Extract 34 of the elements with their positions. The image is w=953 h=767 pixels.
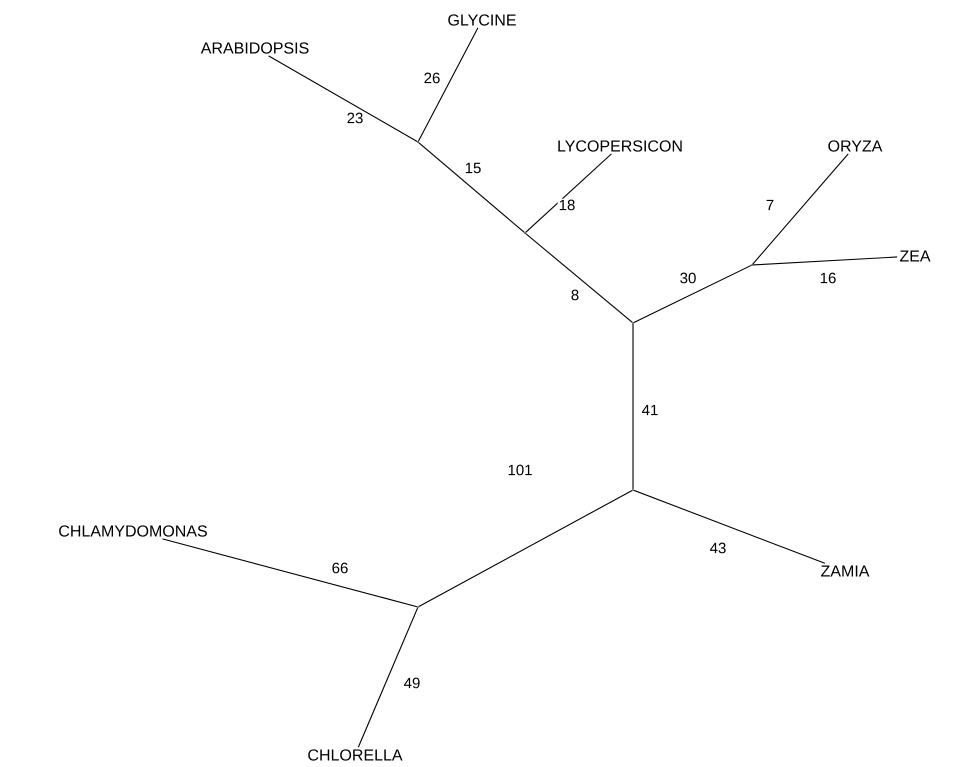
branch-line — [752, 256, 898, 266]
branch-length: 101 — [506, 464, 534, 476]
branch-line — [634, 490, 826, 564]
branch-length: 18 — [558, 198, 576, 212]
branch-length: 43 — [708, 542, 728, 554]
taxon-label: ZAMIA — [821, 566, 870, 576]
branch-length: 15 — [464, 162, 482, 174]
taxon-label: CHLAMYDOMONAS — [59, 525, 207, 537]
taxon-label: ORYZA — [828, 140, 882, 152]
branch-line — [268, 55, 418, 142]
branch-line — [358, 608, 418, 748]
branch-line — [632, 324, 634, 489]
branch-length: 41 — [640, 404, 660, 416]
taxon-label: ARABIDOPSIS — [200, 42, 309, 54]
branch-line — [752, 154, 849, 265]
branch-line — [162, 538, 418, 608]
branch-length: 8 — [570, 288, 580, 302]
branch-length: 66 — [330, 562, 350, 574]
branch-length: 7 — [764, 198, 776, 212]
branch-length: 26 — [422, 72, 442, 84]
taxon-label: GLYCINE — [448, 14, 516, 26]
branch-line — [525, 233, 633, 323]
branch-line — [634, 264, 752, 324]
taxon-label: LYCOPERSICON — [558, 140, 682, 152]
branch-length: 16 — [818, 272, 838, 284]
branch-length: 23 — [346, 112, 364, 124]
branch-line — [525, 153, 612, 233]
branch-length: 49 — [402, 676, 422, 690]
branch-line — [418, 28, 478, 142]
branch-line — [418, 142, 525, 233]
branch-length: 30 — [678, 272, 698, 284]
taxon-label: CHLORELLA — [308, 749, 403, 761]
taxon-label: ZEA — [900, 250, 931, 262]
branch-line — [418, 490, 632, 607]
